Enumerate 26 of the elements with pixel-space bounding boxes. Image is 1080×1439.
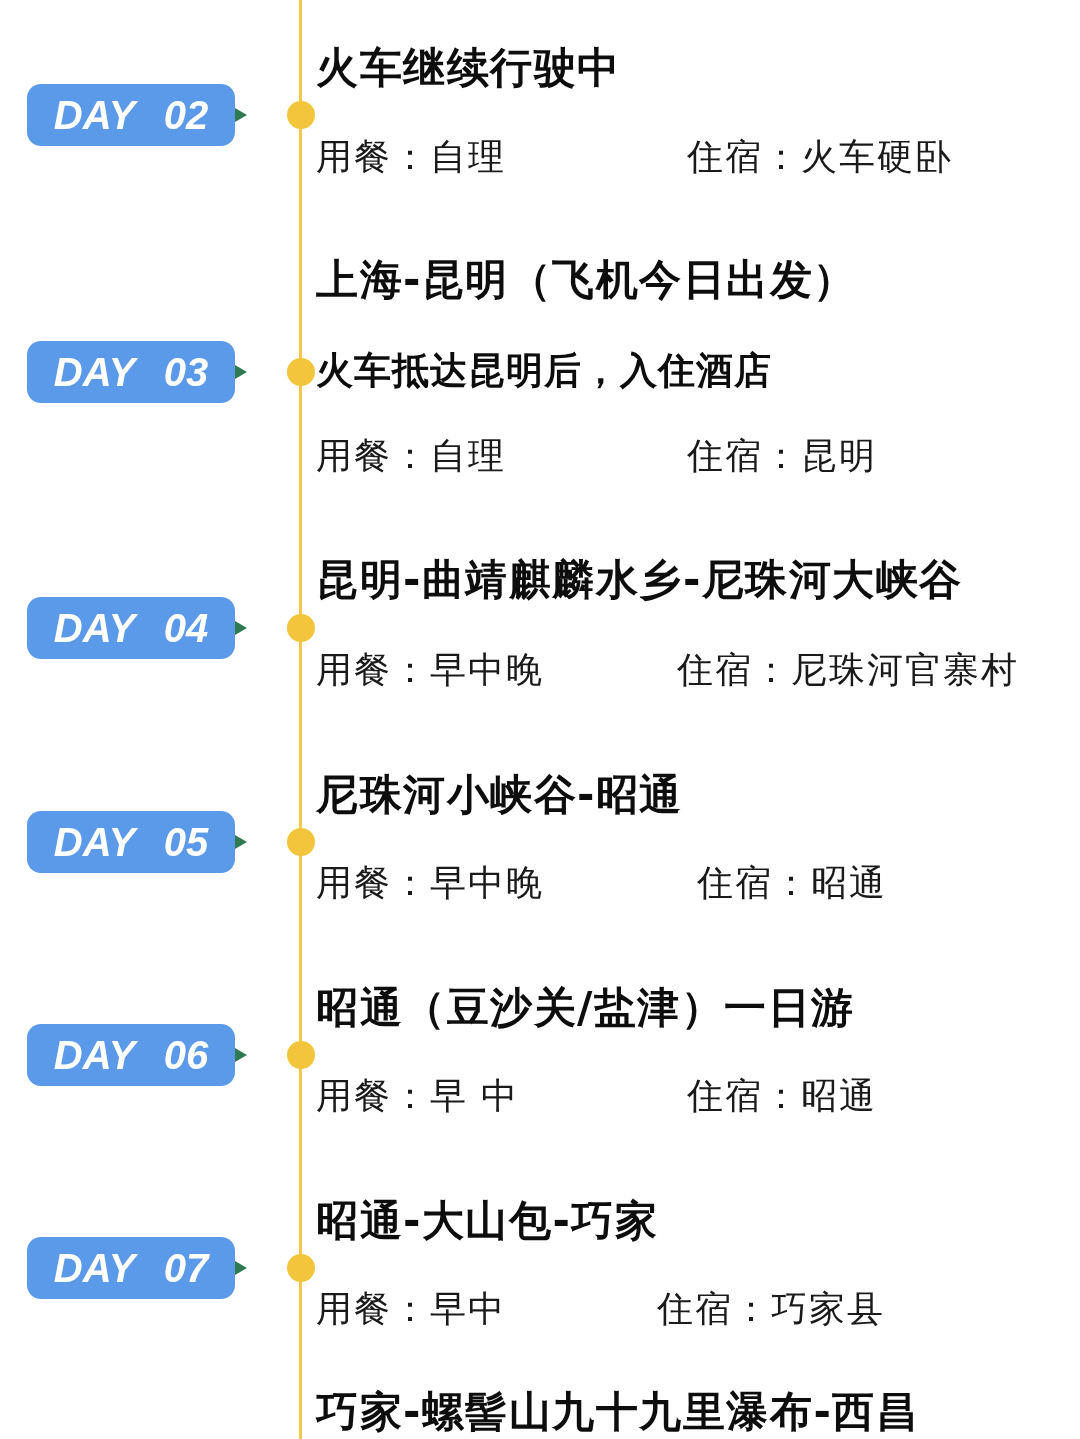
day-badge: DAY 03 bbox=[27, 341, 235, 403]
lodging-info: 住宿：昭通 bbox=[687, 1075, 877, 1117]
meal-info: 用餐：自理 bbox=[316, 435, 506, 477]
meal-info: 用餐：自理 bbox=[316, 136, 506, 178]
route-heading: 昆明-曲靖麒麟水乡-尼珠河大峡谷 bbox=[316, 556, 963, 604]
day-badge: DAY 02 bbox=[27, 84, 235, 146]
day-badge: DAY 05 bbox=[27, 811, 235, 873]
route-heading: 火车继续行驶中 bbox=[316, 44, 621, 92]
route-heading: 上海-昆明（飞机今日出发） bbox=[316, 256, 857, 304]
meal-info: 用餐：早中晚 bbox=[316, 862, 544, 904]
meal-info: 用餐：早中晚 bbox=[316, 649, 544, 691]
route-heading: 巧家-螺髻山九十九里瀑布-西昌 bbox=[316, 1388, 920, 1436]
meal-info: 用餐：早中 bbox=[316, 1288, 506, 1330]
lodging-info: 住宿：火车硬卧 bbox=[687, 136, 953, 178]
lodging-info: 住宿：昭通 bbox=[697, 862, 887, 904]
day-badge: DAY 07 bbox=[27, 1237, 235, 1299]
route-note: 火车抵达昆明后，入住酒店 bbox=[316, 349, 772, 393]
lodging-info: 住宿：昆明 bbox=[687, 435, 877, 477]
route-heading: 昭通（豆沙关/盐津）一日游 bbox=[316, 984, 855, 1032]
meal-info: 用餐：早 中 bbox=[316, 1075, 520, 1117]
lodging-info: 住宿：巧家县 bbox=[657, 1288, 885, 1330]
lodging-info: 住宿：尼珠河官寨村 bbox=[677, 649, 1019, 691]
day-badge: DAY 04 bbox=[27, 597, 235, 659]
route-heading: 昭通-大山包-巧家 bbox=[316, 1197, 659, 1245]
route-heading: 尼珠河小峡谷-昭通 bbox=[316, 771, 683, 819]
day-badge: DAY 06 bbox=[27, 1024, 235, 1086]
